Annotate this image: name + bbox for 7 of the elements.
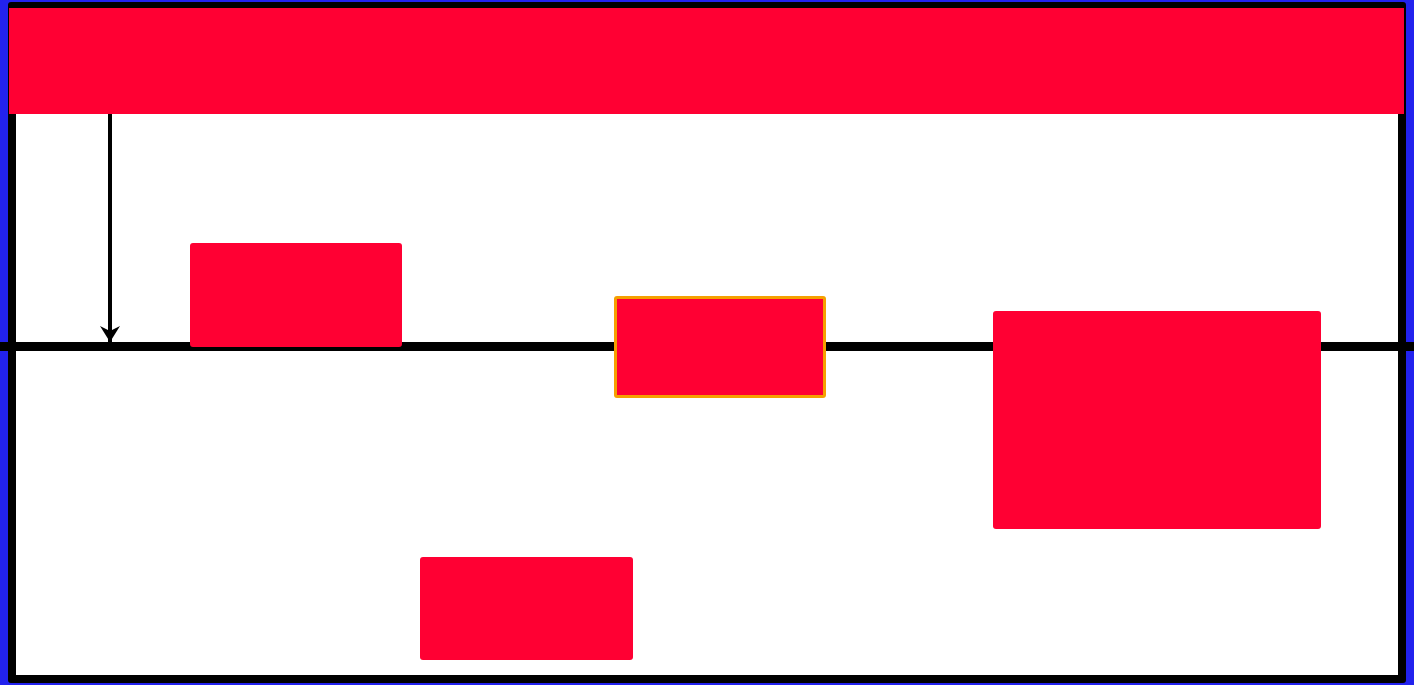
block (993, 311, 1321, 529)
frame (8, 2, 1406, 683)
highlighted-block (614, 296, 826, 398)
block (420, 557, 633, 660)
header-bar (9, 8, 1404, 114)
arrow (100, 114, 120, 342)
block (190, 243, 402, 347)
